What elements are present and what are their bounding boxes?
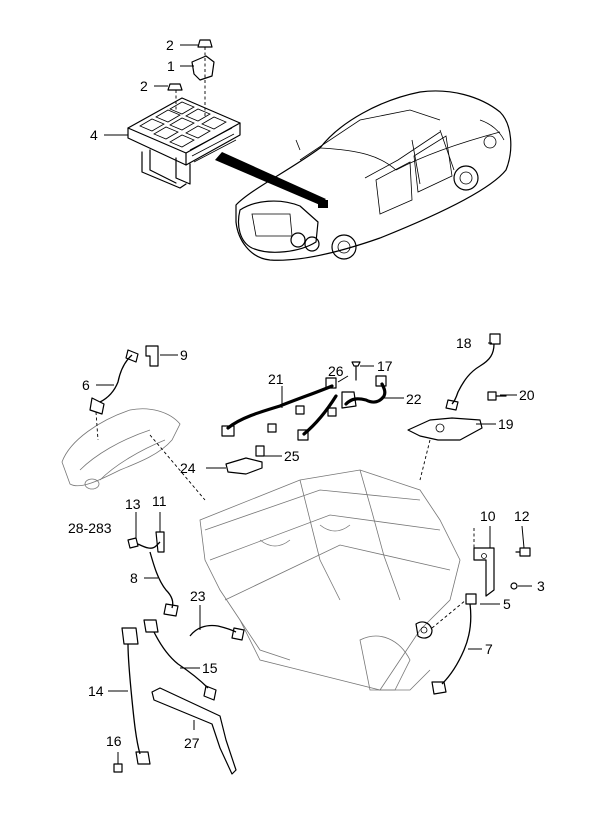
callout-23: 23 — [190, 588, 206, 604]
part-8-sensor — [149, 551, 179, 617]
callout-24: 24 — [180, 460, 196, 476]
part-21-wire-harness — [221, 377, 338, 441]
callout-2a: 2 — [166, 37, 174, 53]
part-5-7-sensor — [415, 593, 477, 695]
ecu-assembly — [127, 39, 326, 205]
part-10-bracket — [473, 528, 495, 597]
part-6-oxygen-sensor — [89, 349, 139, 441]
callout-18: 18 — [456, 335, 472, 351]
callout-labels: 2 1 2 4 9 6 18 26 17 21 22 20 19 25 24 1… — [68, 37, 545, 751]
callout-11: 11 — [152, 493, 167, 509]
callout-19: 19 — [498, 416, 514, 432]
callout-3: 3 — [537, 578, 545, 594]
part-14-sensor — [121, 627, 151, 765]
callout-27: 27 — [184, 735, 200, 751]
part-9-bracket — [145, 345, 159, 367]
callout-12: 12 — [514, 508, 530, 524]
part-22-wire-harness — [327, 375, 387, 417]
part-23-sensor — [189, 624, 245, 641]
callout-15: 15 — [202, 660, 218, 676]
callout-8: 8 — [130, 570, 138, 586]
callout-5: 5 — [503, 596, 511, 612]
callout-4: 4 — [90, 127, 98, 143]
callout-28-283: 28-283 — [68, 520, 112, 536]
callout-7: 7 — [485, 641, 493, 657]
callout-16: 16 — [106, 733, 122, 749]
part-13-11-sensor — [127, 531, 165, 553]
callout-6: 6 — [82, 377, 90, 393]
exhaust-manifold — [61, 408, 206, 501]
car-illustration — [235, 90, 512, 261]
part-24-bracket — [225, 445, 265, 475]
callout-22: 22 — [406, 391, 422, 407]
callout-26: 26 — [328, 363, 344, 379]
part-16-bolt — [113, 763, 123, 773]
part-18-sensor — [445, 333, 501, 411]
callout-10: 10 — [480, 508, 496, 524]
part-20-bolt — [487, 391, 507, 401]
callout-25: 25 — [284, 448, 300, 464]
part-17-bolt — [351, 361, 361, 381]
callout-21: 21 — [268, 371, 284, 387]
callout-17: 17 — [377, 358, 393, 374]
part-19-bracket — [407, 417, 483, 481]
part-27-bracket — [151, 687, 237, 775]
part-3-clip — [510, 582, 518, 590]
part-15-sensor — [143, 619, 217, 701]
engine-block — [199, 469, 461, 691]
callout-2b: 2 — [140, 78, 148, 94]
callout-14: 14 — [88, 683, 104, 699]
part-12-bolt — [515, 547, 531, 557]
leader-lines — [96, 44, 532, 764]
callout-20: 20 — [519, 387, 535, 403]
callout-1: 1 — [167, 58, 175, 74]
callout-13: 13 — [125, 496, 141, 512]
callout-9: 9 — [180, 347, 188, 363]
